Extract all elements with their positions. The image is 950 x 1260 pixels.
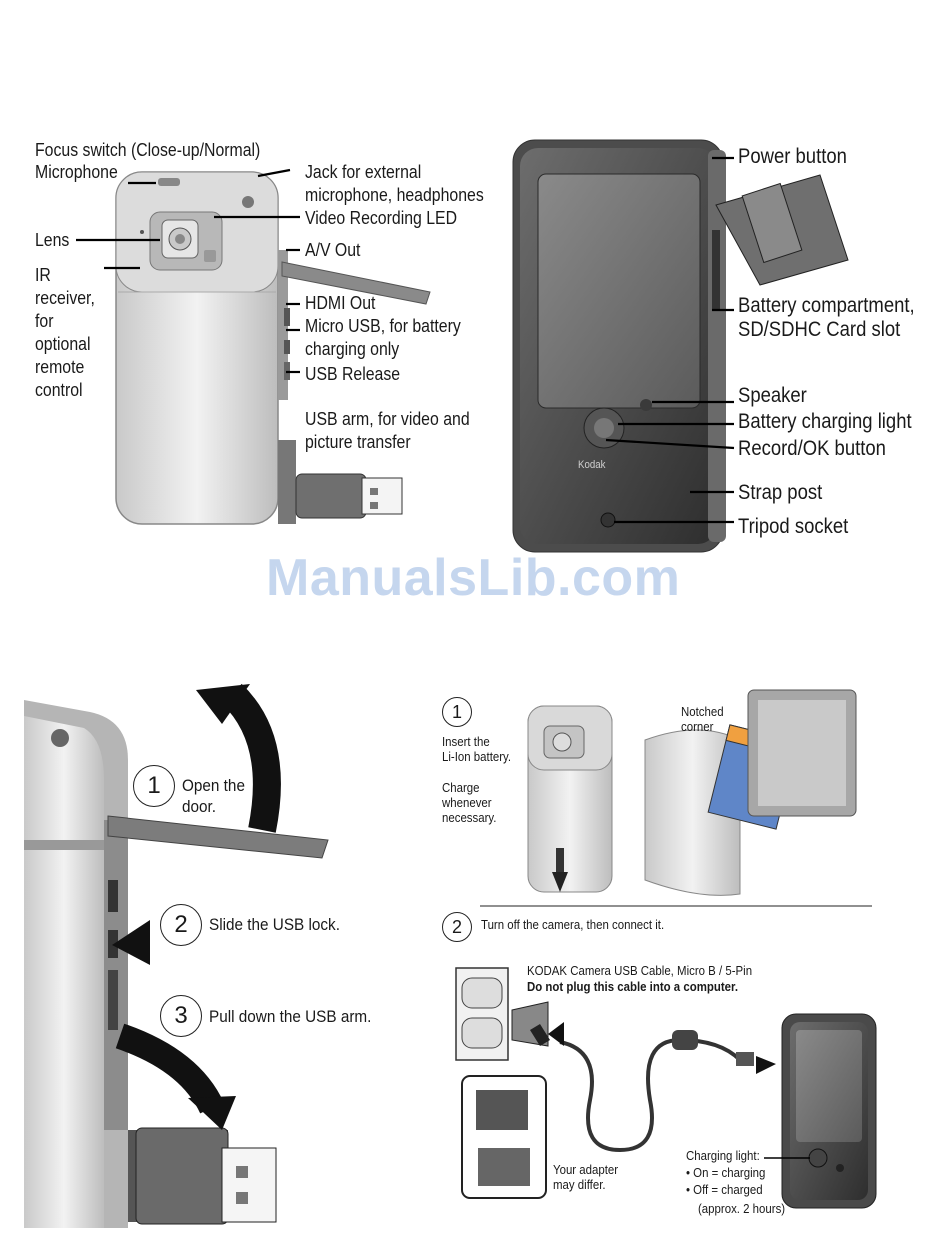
kodak-logo: Kodak bbox=[578, 459, 606, 471]
step-2-instruction: Turn off the camera, then connect it. bbox=[481, 917, 665, 932]
strap-post-label: Strap post bbox=[738, 481, 823, 504]
step-3-number: 3 bbox=[160, 995, 202, 1037]
adapter-note: Your adapter may differ. bbox=[553, 1162, 619, 1192]
hdmi-out-label: HDMI Out bbox=[305, 293, 376, 313]
step-2-text: Slide the USB lock. bbox=[209, 915, 340, 934]
charging-off-text: • Off = charged bbox=[686, 1182, 763, 1197]
microphone-label: Microphone bbox=[35, 162, 118, 182]
video-led-label: Video Recording LED bbox=[305, 208, 458, 228]
focus-switch-label: Focus switch (Close-up/Normal) bbox=[35, 140, 261, 160]
leader-lines-left bbox=[76, 168, 300, 374]
watermark: ManualsLib.com bbox=[266, 549, 681, 607]
charging-light-title: Charging light: bbox=[686, 1148, 760, 1163]
speaker-label: Speaker bbox=[738, 384, 807, 407]
step-2-number: 2 bbox=[160, 904, 202, 946]
lens-label: Lens bbox=[35, 230, 70, 250]
battery-step-1-number: 1 bbox=[442, 697, 472, 727]
camera-back-illustration bbox=[115, 171, 431, 525]
jack-label: Jack for external microphone, headphones bbox=[305, 162, 484, 205]
step-1-text: Open the door. bbox=[182, 776, 245, 816]
cable-warning: Do not plug this cable into a computer. bbox=[527, 979, 739, 994]
step-1-number: 1 bbox=[133, 765, 175, 807]
charge-text: Charge whenever necessary. bbox=[442, 780, 497, 825]
battery-charging-light-label: Battery charging light bbox=[738, 410, 912, 433]
step-3-text: Pull down the USB arm. bbox=[209, 1007, 372, 1026]
tripod-socket-label: Tripod socket bbox=[738, 515, 849, 538]
battery-compartment-label: Battery compartment, SD/SDHC Card slot bbox=[738, 294, 915, 341]
insert-battery-text: Insert the Li-Ion battery. bbox=[442, 734, 512, 764]
charging-on-text: • On = charging bbox=[686, 1165, 766, 1180]
power-button-label: Power button bbox=[738, 145, 847, 168]
av-out-label: A/V Out bbox=[305, 240, 361, 260]
record-ok-button-label: Record/OK button bbox=[738, 437, 886, 460]
charging-time-text: (approx. 2 hours) bbox=[698, 1201, 786, 1216]
ir-receiver-label: IR receiver, for optional remote control bbox=[35, 265, 95, 400]
camera-front-illustration bbox=[512, 139, 849, 553]
micro-usb-label: Micro USB, for battery charging only bbox=[305, 316, 461, 359]
usb-arm-label: USB arm, for video and picture transfer bbox=[305, 409, 470, 452]
notched-corner-label: Notched corner bbox=[681, 704, 724, 734]
usb-release-label: USB Release bbox=[305, 364, 401, 384]
battery-step-2-number: 2 bbox=[442, 912, 472, 942]
cable-label: KODAK Camera USB Cable, Micro B / 5-Pin bbox=[527, 963, 753, 978]
leader-lines-right bbox=[605, 156, 735, 524]
battery-charging-illustration bbox=[455, 689, 877, 1209]
usb-arm-illustration bbox=[24, 683, 332, 1228]
